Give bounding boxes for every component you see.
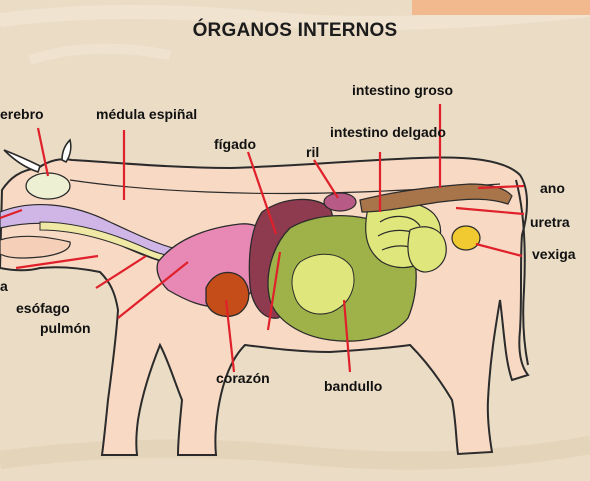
label-corazon: corazón [216, 370, 270, 386]
label-medula: médula espiñal [96, 106, 197, 122]
label-vexiga: vexiga [532, 246, 576, 262]
label-bandullo: bandullo [324, 378, 382, 394]
label-uretra: uretra [530, 214, 570, 230]
kidney-organ [324, 193, 356, 211]
brain-organ [26, 173, 70, 199]
label-ano: ano [540, 180, 565, 196]
label-intestino-delgado: intestino delgado [330, 124, 446, 140]
bladder-organ [452, 226, 480, 250]
label-cerebro: erebro [0, 106, 44, 122]
label-pulmon: pulmón [40, 320, 91, 336]
label-ril: ril [306, 144, 319, 160]
label-intestino-groso: intestino groso [352, 82, 453, 98]
label-esofago: esófago [16, 300, 70, 316]
label-left-cut: a [0, 278, 8, 294]
label-figado: fígado [214, 136, 256, 152]
horn-icon [4, 150, 40, 172]
